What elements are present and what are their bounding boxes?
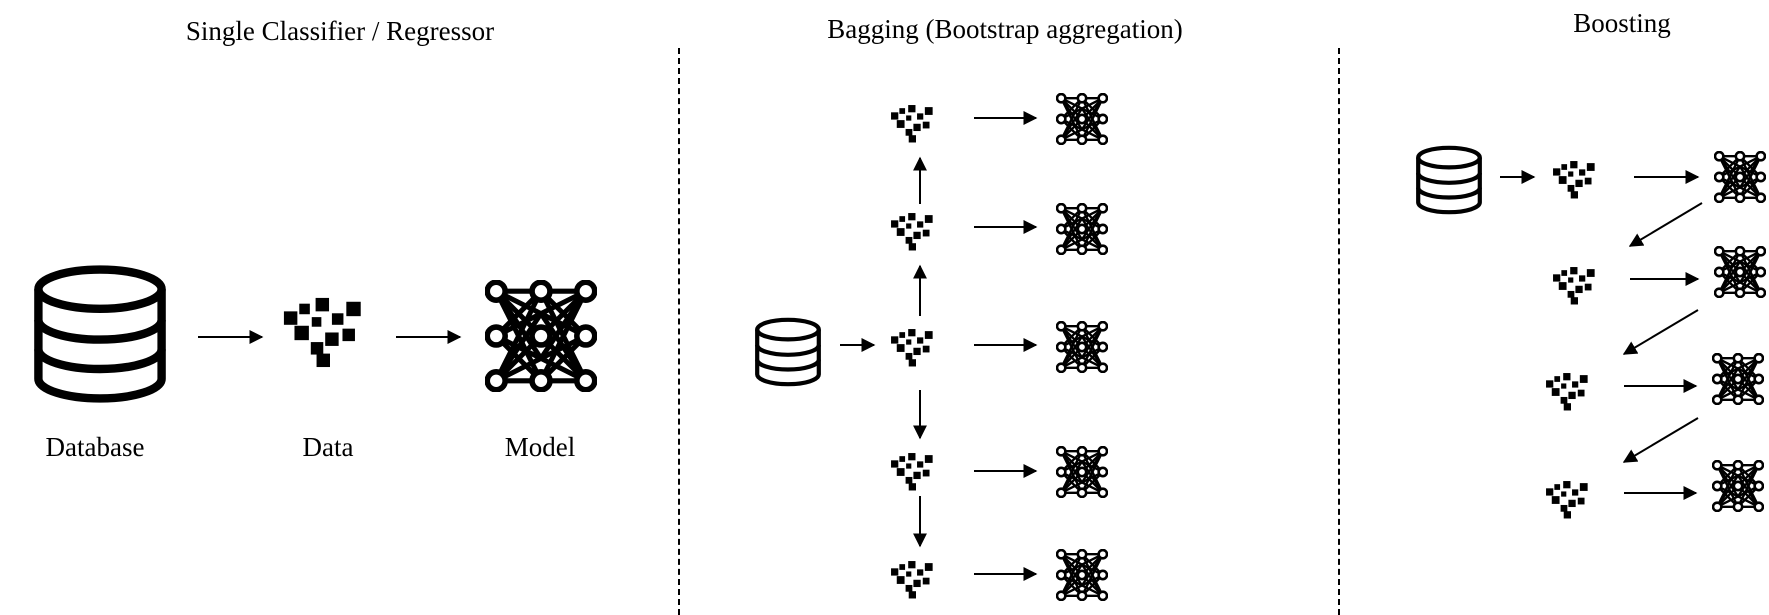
boosting-data-icon-4 xyxy=(1546,481,1588,519)
boosting-arrow-diag-2 xyxy=(1622,309,1699,355)
boosting-data-icon-2 xyxy=(1553,267,1595,305)
data-points-icon xyxy=(283,297,361,368)
bagging-data-icon-2 xyxy=(891,213,933,251)
boosting-model-icon-1 xyxy=(1714,151,1766,203)
bagging-model-icon-4 xyxy=(1056,446,1108,498)
section-title-bagging: Bagging (Bootstrap aggregation) xyxy=(827,14,1183,44)
bagging-model-icon-3 xyxy=(1056,321,1108,373)
boosting-model-icon-3 xyxy=(1712,353,1764,405)
bagging-data-icon-5 xyxy=(891,561,933,599)
boosting-arrow-diag-3 xyxy=(1622,417,1699,463)
boosting-data-icon-3 xyxy=(1546,373,1588,411)
caption-data: Data xyxy=(302,432,354,462)
boosting-model-icon-4 xyxy=(1712,460,1764,512)
divider-right xyxy=(1338,48,1340,615)
boosting-model-icon-2 xyxy=(1714,246,1766,298)
bagging-model-icon-5 xyxy=(1056,549,1108,601)
caption-database: Database xyxy=(45,432,145,462)
section-title-boosting: Boosting xyxy=(1573,8,1671,38)
boosting-data-icon-1 xyxy=(1553,161,1595,199)
bagging-data-icon-4 xyxy=(891,453,933,491)
divider-left xyxy=(678,48,680,615)
section-title-single: Single Classifier / Regressor xyxy=(185,16,495,46)
bagging-database-icon xyxy=(757,320,819,384)
bagging-data-icon-3 xyxy=(891,329,933,367)
database-icon xyxy=(38,270,161,399)
boosting-arrow-diag-1 xyxy=(1628,202,1703,247)
bagging-data-icon-1 xyxy=(891,105,933,143)
boosting-database-icon xyxy=(1418,148,1480,212)
bagging-model-icon-2 xyxy=(1056,203,1108,255)
caption-model: Model xyxy=(504,432,576,462)
neural-network-icon xyxy=(487,282,595,390)
bagging-model-icon-1 xyxy=(1056,93,1108,145)
